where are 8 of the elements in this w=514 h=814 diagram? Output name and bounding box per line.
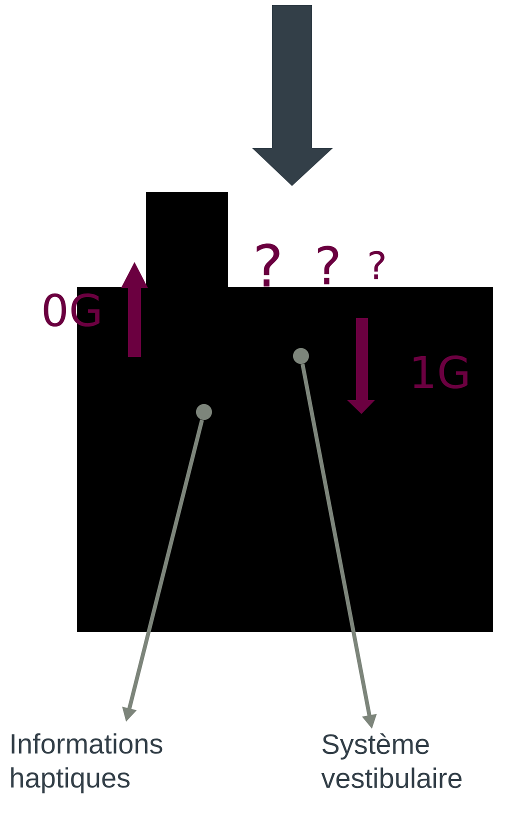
node-label: Système vestibulaire bbox=[321, 733, 462, 788]
question-mark: ? bbox=[370, 250, 384, 280]
question-mark: ? bbox=[318, 246, 338, 284]
node-label: Informations haptiques bbox=[11, 733, 162, 794]
g-label: 1G bbox=[414, 355, 468, 389]
question-mark: ? bbox=[256, 243, 280, 287]
dot bbox=[293, 348, 309, 364]
dot bbox=[196, 404, 212, 420]
